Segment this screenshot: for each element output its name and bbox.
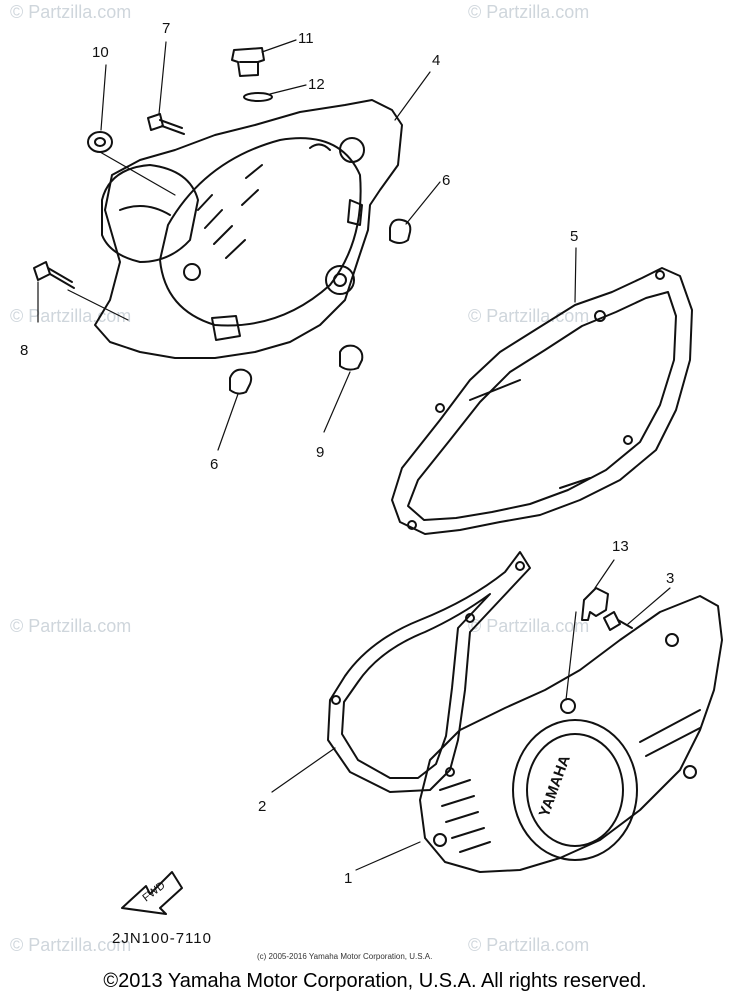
dowel-part-6 (389, 218, 412, 244)
watermark: © Partzilla.com (468, 616, 590, 636)
callout-3: 3 (666, 570, 675, 587)
diagram-code: 2JN100-7110 (112, 930, 212, 947)
footer-copyright: ©2013 Yamaha Motor Corporation, U.S.A. A… (103, 970, 647, 992)
gasket-part-2 (327, 551, 531, 793)
bolt-part-8 (33, 261, 75, 289)
callout-10: 10 (92, 44, 109, 61)
callout-11: 11 (298, 30, 314, 47)
outer-cover-part-1 (419, 595, 723, 873)
o-ring-part-12 (243, 92, 273, 102)
seal-part-10 (87, 131, 113, 153)
leader-lines (37, 39, 671, 871)
callout-5: 5 (570, 228, 579, 245)
fwd-label: FWD (140, 879, 167, 904)
callout-8: 8 (20, 342, 29, 359)
dowel-part-6 (229, 368, 253, 395)
small-copyright: (c) 2005-2016 Yamaha Motor Corporation, … (257, 952, 433, 961)
watermark: © Partzilla.com (10, 2, 132, 22)
callout-6: 6 (210, 456, 219, 473)
watermark: © Partzilla.com (10, 935, 132, 955)
callout-1: 1 (344, 870, 353, 887)
gasket-part-5 (391, 267, 693, 535)
callout-9: 9 (316, 444, 325, 461)
crankcase-cover-part-4 (94, 99, 403, 359)
bolt-part-7 (147, 113, 185, 135)
watermark: © Partzilla.com (468, 306, 590, 326)
watermark: © Partzilla.com (10, 306, 132, 326)
plug-part-11 (231, 47, 265, 77)
fwd-arrow-icon (121, 871, 183, 915)
watermark: © Partzilla.com (10, 616, 132, 636)
callout-7: 7 (162, 20, 171, 37)
watermark: © Partzilla.com (468, 935, 590, 955)
callout-13: 13 (612, 538, 629, 555)
watermark: © Partzilla.com (468, 2, 590, 22)
callout-6: 6 (442, 172, 451, 189)
callout-2: 2 (258, 798, 267, 815)
clamp-part-13 (581, 587, 609, 621)
callout-12: 12 (308, 76, 325, 93)
plug-part-9 (339, 344, 364, 371)
callout-4: 4 (432, 52, 441, 69)
cover-logo: YAMAHA (536, 753, 574, 820)
screw-part-3 (603, 611, 633, 631)
